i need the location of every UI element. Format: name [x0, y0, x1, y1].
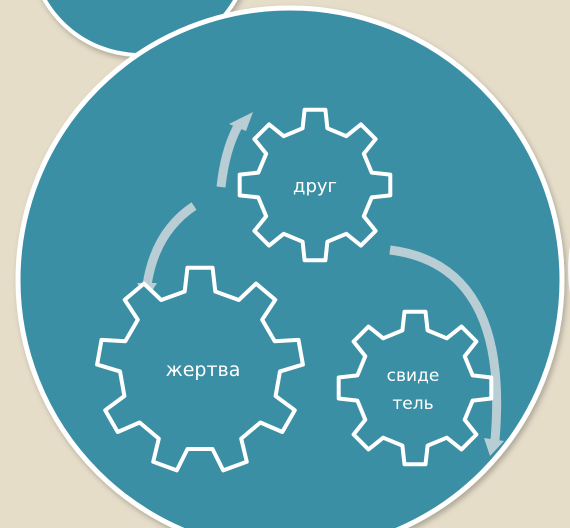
- gear-victim: [95, 265, 305, 473]
- victim-label: жертва: [166, 359, 241, 381]
- witness-label-line2: тель: [392, 394, 433, 414]
- main-background-circle: [15, 5, 565, 528]
- arrow-to-victim: [142, 202, 197, 286]
- gears-group: [95, 107, 494, 473]
- arrow-to-friend: [216, 123, 242, 188]
- gear-friend: [237, 107, 393, 263]
- gear-witness: [336, 309, 494, 467]
- friend-label: друг: [293, 176, 337, 197]
- arrow-to-friend-head: [229, 112, 253, 131]
- witness-label-line1: свиде: [387, 366, 440, 386]
- arrow-to-witness: [389, 245, 502, 441]
- arrow-to-witness-head: [484, 438, 504, 456]
